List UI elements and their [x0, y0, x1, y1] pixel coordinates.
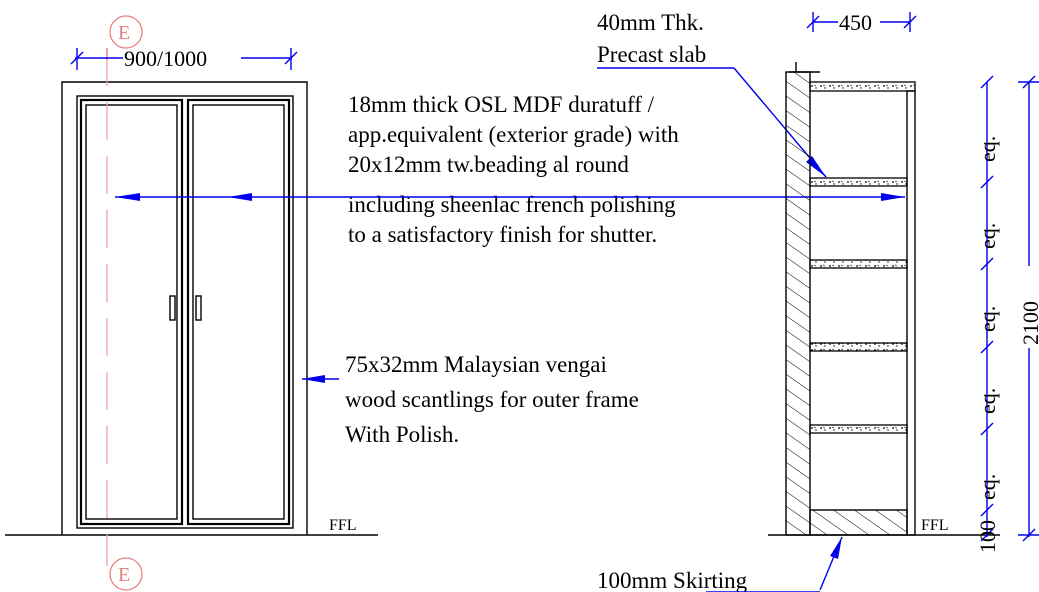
- shutter-right-beading: [192, 104, 285, 520]
- handle-right: [195, 295, 202, 321]
- frame-note-line-1: 75x32mm Malaysian vengai: [345, 352, 607, 377]
- section-marker-top: E: [106, 15, 143, 60]
- spacing-text-1: eq.: [975, 474, 1000, 500]
- outer-frame: [61, 81, 308, 535]
- skirting-section: [809, 509, 908, 536]
- slab-note-line-2: Precast slab: [597, 42, 706, 67]
- shutter-note-line-2: app.equivalent (exterior grade) with: [348, 122, 679, 147]
- cupboard-section: 450 100 eq. eq. eq. eq. eq.: [768, 10, 1039, 553]
- shutter-left: [79, 98, 184, 526]
- frame-note-line-3: With Polish.: [345, 422, 459, 447]
- shutter-note-line-3: 20x12mm tw.beading al round: [348, 152, 629, 177]
- shutter-note: 18mm thick OSL MDF duratuff / app.equiva…: [348, 92, 679, 247]
- skirting-note-text: 100mm Skirting: [597, 568, 748, 592]
- shutter-right: [186, 98, 291, 526]
- shelf-spacing-dimension: 100 eq. eq. eq. eq. eq.: [975, 75, 1000, 553]
- shutter-leader: [115, 193, 905, 201]
- shelf-2: [809, 259, 908, 269]
- depth-dim-text: 450: [839, 10, 872, 35]
- frame-note: 75x32mm Malaysian vengai wood scantlings…: [345, 352, 639, 447]
- skirting-note: 100mm Skirting: [597, 536, 843, 592]
- spacing-text-2: eq.: [975, 388, 1000, 414]
- shelf-1: [809, 177, 908, 187]
- slab-note: 40mm Thk. Precast slab: [597, 10, 827, 178]
- depth-dimension: 450: [806, 10, 917, 35]
- shutter-note-line-5: to a satisfactory finish for shutter.: [348, 222, 657, 247]
- shutter-left-beading: [85, 104, 178, 520]
- shelf-3: [809, 342, 908, 352]
- slab-note-line-1: 40mm Thk.: [597, 10, 704, 35]
- handle-left: [169, 295, 176, 321]
- shutter-edge-section: [906, 90, 916, 536]
- section-marker-bottom-label: E: [118, 564, 130, 586]
- back-wall-section: [785, 71, 811, 536]
- ffl-label-left: FFL: [329, 517, 357, 534]
- shutter-note-line-1: 18mm thick OSL MDF duratuff /: [348, 92, 655, 117]
- ffl-label-right: FFL: [921, 517, 949, 534]
- height-dimension: 2100: [1018, 75, 1039, 542]
- frame-inner-edge: [76, 95, 294, 529]
- shelf-4: [809, 424, 908, 434]
- section-marker-bottom: E: [109, 557, 143, 591]
- frame-leader: [302, 375, 339, 383]
- width-dim-text: 900/1000: [124, 46, 207, 71]
- skirting-height-text: 100: [975, 520, 1000, 553]
- height-dim-text: 2100: [1018, 301, 1039, 345]
- width-dimension: 900/1000: [70, 46, 298, 71]
- shutter-note-line-4: including sheenlac french polishing: [348, 192, 676, 217]
- frame-note-line-2: wood scantlings for outer frame: [345, 387, 639, 412]
- top-slab: [809, 81, 916, 92]
- front-elevation: E E 900/1000 FFL: [5, 15, 378, 591]
- section-marker-top-label: E: [118, 22, 130, 44]
- spacing-text-3: eq.: [975, 306, 1000, 332]
- spacing-text-5: eq.: [975, 136, 1000, 162]
- spacing-text-4: eq.: [975, 223, 1000, 249]
